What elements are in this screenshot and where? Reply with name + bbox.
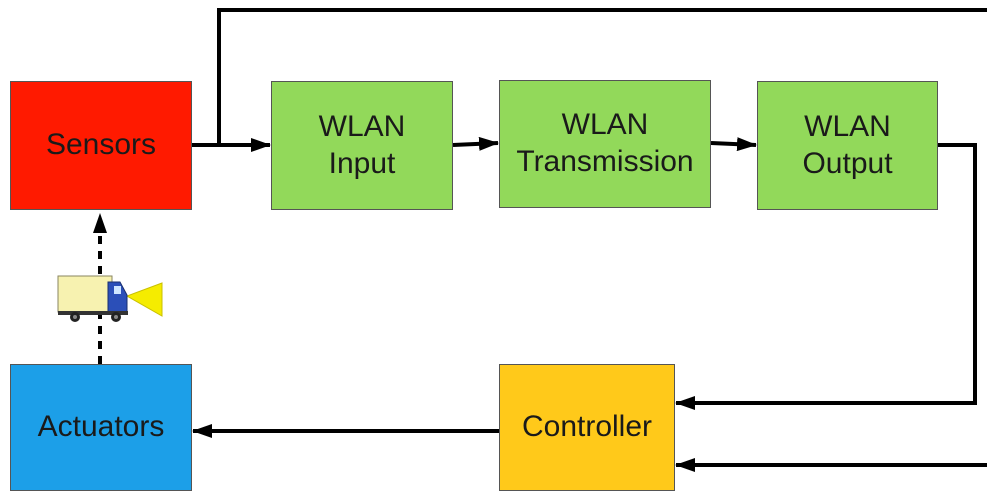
wlan-output-line1: WLAN (804, 109, 891, 143)
wlan-input-block: WLAN Input (271, 81, 453, 210)
wlan-input-line2: Input (328, 146, 396, 180)
wlan-output-line2: Output (802, 146, 893, 180)
arrow-transmission-to-output (710, 137, 757, 152)
arrow-input-to-transmission (452, 136, 499, 151)
wlan-output-block: WLAN Output (757, 81, 938, 210)
wlan-transmission-block: WLAN Transmission (499, 80, 711, 208)
line-output-to-controller (690, 143, 977, 405)
actuators-label: Actuators (37, 410, 165, 444)
controller-label: Controller (521, 410, 653, 444)
sensors-block: Sensors (10, 81, 192, 210)
sensors-label: Sensors (45, 128, 157, 162)
wlan-transmission-line2: Transmission (516, 145, 694, 178)
truck-with-headlight-icon (57, 275, 163, 322)
line-sensors-feedback-top (217, 8, 987, 145)
actuators-block: Actuators (10, 364, 192, 491)
wlan-input-line1: WLAN (318, 109, 406, 143)
wlan-transmission-line1: WLAN (561, 108, 649, 142)
controller-block: Controller (499, 364, 675, 491)
